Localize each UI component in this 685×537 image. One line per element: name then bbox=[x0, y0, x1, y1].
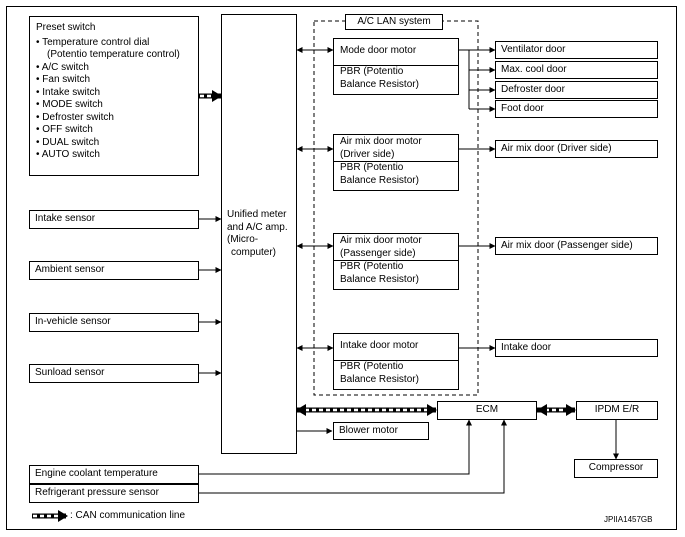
preset-item: • Defroster switch bbox=[36, 111, 114, 123]
sunload-sensor-box: Sunload sensor bbox=[29, 364, 199, 383]
refrigerant-ecm-line bbox=[199, 419, 507, 494]
compressor-box: Compressor bbox=[574, 459, 658, 478]
airmix-driver-pbr: PBR (Potentio Balance Resistor) bbox=[340, 162, 419, 186]
mode-door-motor-box: Mode door motor PBR (Potentio Balance Re… bbox=[333, 38, 459, 95]
defroster-door-box: Defroster door bbox=[495, 81, 658, 99]
intake-door-motor-name: Intake door motor bbox=[334, 334, 458, 361]
aclan-region bbox=[313, 20, 479, 396]
preset-item: • DUAL switch bbox=[36, 136, 100, 148]
mode-door-motor-name: Mode door motor bbox=[334, 39, 458, 66]
ventilator-door-box: Ventilator door bbox=[495, 41, 658, 59]
can-line-ecm-ipdm bbox=[537, 404, 576, 416]
preset-switch-list: • Temperature control dial (Potentio tem… bbox=[36, 37, 192, 162]
figure-id: JPIIA1457GB bbox=[604, 515, 653, 524]
preset-item: • Fan switch bbox=[36, 74, 91, 85]
intake-door-box: Intake door bbox=[495, 339, 658, 357]
intake-door-motor-box: Intake door motor PBR (Potentio Balance … bbox=[333, 333, 459, 390]
coolant-ecm-line bbox=[199, 419, 472, 475]
legend-can-line bbox=[32, 510, 68, 522]
preset-item: • OFF switch bbox=[36, 124, 93, 135]
ambient-sensor-box: Ambient sensor bbox=[29, 261, 199, 280]
preset-item: • MODE switch bbox=[36, 99, 103, 110]
amp-label-3: (Micro- bbox=[227, 234, 259, 245]
ipdm-box: IPDM E/R bbox=[576, 401, 658, 420]
refrigerant-sensor-box: Refrigerant pressure sensor bbox=[29, 484, 199, 503]
preset-item: • Intake switch bbox=[36, 86, 101, 98]
mode-door-lines bbox=[459, 47, 496, 112]
airmix-passenger-motor-name: Air mix door motor (Passenger side) bbox=[334, 234, 458, 261]
can-line-preset bbox=[199, 90, 222, 102]
airmix-passenger-pbr: PBR (Potentio Balance Resistor) bbox=[340, 261, 419, 285]
unified-meter-ac-amp: Unified meter and A/C amp. (Micro- compu… bbox=[221, 14, 297, 454]
can-line-amp-ecm bbox=[296, 404, 437, 416]
maxcool-door-box: Max. cool door bbox=[495, 61, 658, 79]
preset-switch-box: Preset switch • Temperature control dial… bbox=[29, 16, 199, 176]
airmix-passenger-motor-box: Air mix door motor (Passenger side) PBR … bbox=[333, 233, 459, 290]
aclan-title: A/C LAN system bbox=[345, 14, 443, 30]
amp-label-2: and A/C amp. bbox=[227, 221, 288, 233]
preset-switch-title: Preset switch bbox=[36, 22, 96, 33]
preset-item: • A/C switch bbox=[36, 61, 89, 73]
intake-door-pbr: PBR (Potentio Balance Resistor) bbox=[340, 361, 419, 385]
diagram-frame bbox=[6, 6, 677, 530]
airmix-driver-motor-name: Air mix door motor (Driver side) bbox=[334, 135, 458, 162]
preset-item: (Potentio temperature control) bbox=[47, 49, 180, 60]
amp-label-4: computer) bbox=[231, 246, 277, 258]
airmix-driver-motor-box: Air mix door motor (Driver side) PBR (Po… bbox=[333, 134, 459, 191]
preset-item: • Temperature control dial bbox=[36, 36, 150, 48]
ecm-box: ECM bbox=[437, 401, 537, 420]
coolant-temp-box: Engine coolant temperature bbox=[29, 465, 199, 484]
foot-door-box: Foot door bbox=[495, 100, 658, 118]
airmix-driver-door-box: Air mix door (Driver side) bbox=[495, 140, 658, 158]
intake-sensor-box: Intake sensor bbox=[29, 210, 199, 229]
legend-label: : CAN communication line bbox=[70, 510, 186, 521]
invehicle-sensor-box: In-vehicle sensor bbox=[29, 313, 199, 332]
preset-item: • AUTO switch bbox=[36, 149, 100, 160]
blower-motor-box: Blower motor bbox=[333, 422, 429, 440]
amp-label-1: Unified meter bbox=[227, 209, 287, 220]
mode-door-pbr: PBR (Potentio Balance Resistor) bbox=[340, 66, 419, 90]
airmix-passenger-door-box: Air mix door (Passenger side) bbox=[495, 237, 658, 255]
